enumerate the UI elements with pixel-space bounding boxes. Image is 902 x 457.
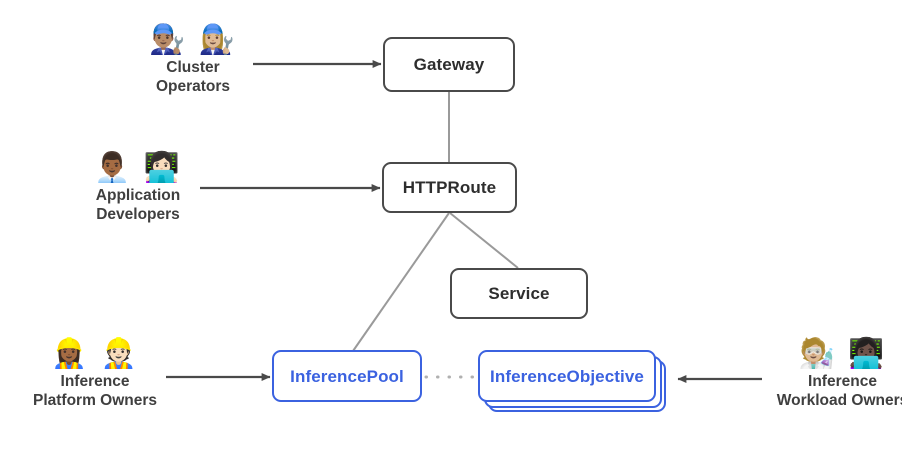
node-inferenceobjective-label: InferenceObjective: [490, 366, 644, 386]
inference-workload-owners-label-line2: Workload Owners: [776, 392, 902, 409]
application-developers-emoji-icon: 👨🏾‍💼 👩🏻‍💻: [94, 150, 182, 184]
node-httproute-label: HTTPRoute: [402, 178, 497, 197]
node-service[interactable]: Service: [450, 268, 588, 319]
persona-application-developers: 👨🏾‍💼 👩🏻‍💻 Application Developers: [70, 150, 206, 224]
node-httproute[interactable]: HTTPRoute: [382, 162, 517, 213]
node-inferencepool-label: InferencePool: [290, 366, 404, 386]
persona-cluster-operators: 👨🏽‍🔧 👩🏼‍🔧 Cluster Operators: [128, 22, 258, 96]
cluster-operators-emoji-icon: 👨🏽‍🔧 👩🏼‍🔧: [149, 22, 237, 56]
cluster-operators-label-line2: Operators: [155, 78, 231, 95]
connector-httproute-to-service: [449, 212, 519, 269]
inference-platform-owners-label-line2: Platform Owners: [32, 392, 158, 409]
cluster-operators-label-line1: Cluster: [166, 59, 220, 76]
persona-inference-workload-owners: 🧑🏼‍🔬 👩🏿‍💻 Inference Workload Owners: [755, 336, 902, 410]
inference-workload-owners-emoji-icon: 🧑🏼‍🔬 👩🏿‍💻: [798, 336, 887, 370]
node-inferenceobjective[interactable]: InferenceObjective: [478, 350, 656, 402]
node-inferencepool[interactable]: InferencePool: [272, 350, 422, 402]
inference-platform-owners-emoji-icon: 👷🏾‍♀️ 👷🏻: [51, 336, 139, 370]
node-gateway[interactable]: Gateway: [383, 37, 515, 92]
application-developers-label-line2: Developers: [96, 206, 180, 223]
inference-platform-owners-label-line1: Inference: [60, 373, 130, 390]
inference-workload-owners-label-line1: Inference: [808, 373, 877, 390]
persona-inference-platform-owners: 👷🏾‍♀️ 👷🏻 Inference Platform Owners: [10, 336, 180, 410]
application-developers-label-line1: Application: [95, 187, 181, 204]
connector-httproute-to-inferencepool: [352, 212, 450, 352]
node-service-label: Service: [488, 284, 550, 303]
node-gateway-label: Gateway: [413, 55, 485, 74]
